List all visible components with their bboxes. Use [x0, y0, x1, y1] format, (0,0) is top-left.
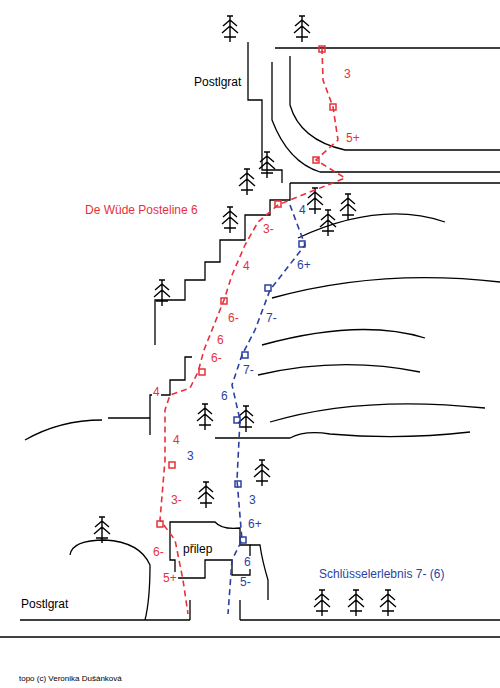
rock-outlines — [0, 42, 500, 637]
grade-number: 6- — [227, 312, 240, 325]
grade-number: 3- — [170, 494, 183, 507]
grade-number: 7- — [265, 312, 278, 325]
grade-number: 7- — [242, 364, 255, 377]
grade-number: 5- — [239, 576, 252, 589]
route-name: Schlüsselerlebnis 7- (6) — [318, 568, 445, 581]
grade-number: 3 — [343, 68, 352, 81]
grade-number: 5+ — [162, 572, 178, 585]
grade-number: 3 — [186, 450, 195, 463]
place-name: přilep — [182, 543, 213, 556]
blue-route — [228, 205, 305, 614]
red-route — [157, 46, 345, 614]
grade-number: 3 — [248, 494, 257, 507]
grade-number: 4 — [298, 204, 307, 217]
grade-number: 6+ — [296, 259, 312, 272]
place-name: Postlgrat — [193, 76, 242, 89]
route-name: De Wüde Posteline 6 — [84, 204, 199, 217]
grade-number: 6 — [220, 390, 229, 403]
grade-number: 6 — [216, 334, 225, 347]
copyright-note: topo (c) Veronika Dušánková — [18, 672, 123, 685]
grade-number: 6- — [210, 352, 223, 365]
grade-number: 3- — [262, 223, 275, 236]
grade-number: 4 — [172, 434, 181, 447]
trees — [94, 16, 396, 616]
grade-number: 4 — [152, 386, 161, 399]
grade-number: 6- — [152, 546, 165, 559]
grade-number: 6+ — [247, 518, 263, 531]
grade-number: 5+ — [345, 132, 361, 145]
grade-number: 4 — [242, 260, 251, 273]
place-name: Postlgrat — [20, 598, 69, 611]
grade-number: 6 — [243, 556, 252, 569]
